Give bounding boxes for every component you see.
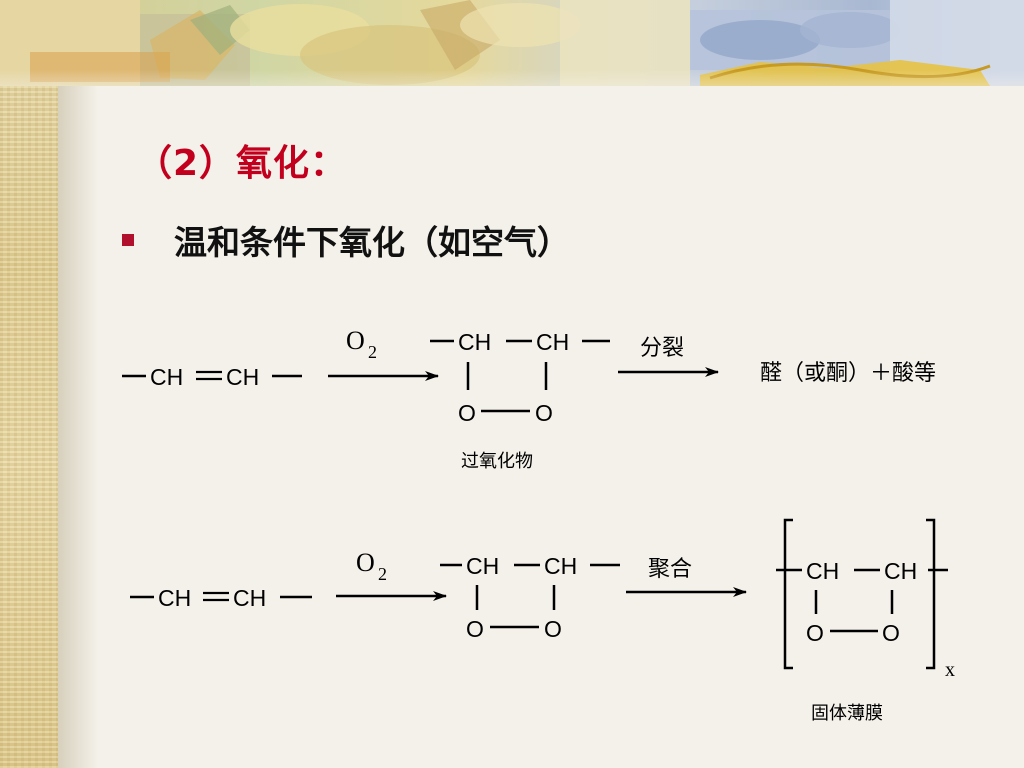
reaction-2: CH CH O 2 CH CH O O 聚合 (130, 518, 955, 724)
slide-title: （2）氧化： (136, 143, 348, 184)
step-label: 分裂 (640, 336, 684, 361)
atom-ch: CH (536, 329, 569, 355)
reagent-subscript: 2 (378, 564, 387, 584)
reagent-oxygen: O (346, 326, 365, 355)
atom-o: O (535, 400, 553, 426)
atom-o: O (806, 620, 824, 646)
reaction-1: CH CH O 2 CH CH O O 过氧化物 (122, 326, 936, 472)
bracket-left (783, 518, 793, 670)
repeat-subscript: x (945, 659, 955, 681)
decorative-left-strip (0, 0, 58, 768)
banner-fade (0, 70, 1024, 86)
atom-o: O (466, 616, 484, 642)
decorative-top-banner (0, 0, 1024, 86)
product-label: 固体薄膜 (811, 703, 883, 724)
atom-ch: CH (806, 558, 839, 584)
atom-ch: CH (226, 364, 259, 390)
step-label: 聚合 (648, 557, 692, 582)
products-text: 醛（或酮）＋酸等 (760, 361, 936, 386)
atom-ch: CH (884, 558, 917, 584)
bullet-point: 温和条件下氧化（如空气） (122, 216, 570, 264)
square-bullet-icon (122, 234, 134, 246)
intermediate-label: 过氧化物 (461, 451, 533, 472)
reagent-oxygen: O (356, 548, 375, 577)
peroxide-ring: CH CH O O (430, 329, 610, 426)
polymer-product: CH CH O O x (776, 518, 955, 681)
atom-ch: CH (544, 553, 577, 579)
bracket-right (926, 518, 936, 670)
bullet-text: 温和条件下氧化（如空气） (174, 223, 570, 262)
atom-o: O (458, 400, 476, 426)
atom-ch: CH (466, 553, 499, 579)
atom-o: O (882, 620, 900, 646)
atom-ch: CH (158, 585, 191, 611)
atom-ch: CH (150, 364, 183, 390)
reactant-2: CH CH (130, 585, 312, 611)
atom-ch: CH (458, 329, 491, 355)
atom-o: O (544, 616, 562, 642)
peroxide-ring: CH CH O O (440, 553, 620, 642)
reagent-subscript: 2 (368, 342, 377, 362)
atom-ch: CH (233, 585, 266, 611)
decorative-strip-shadow (58, 0, 98, 768)
reactant-1: CH CH (122, 364, 302, 390)
